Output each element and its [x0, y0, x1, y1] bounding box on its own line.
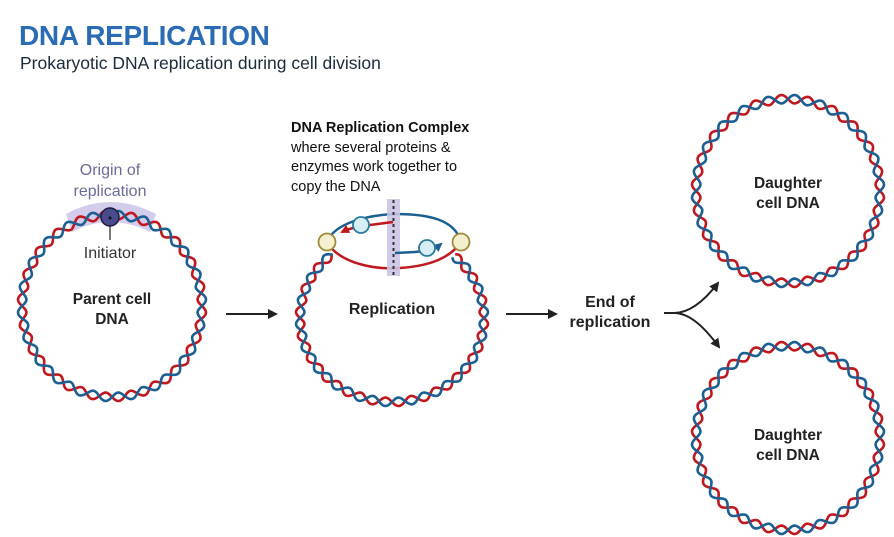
parent-label-line2: DNA [95, 311, 129, 328]
dna-strand-blue [294, 252, 490, 408]
daughter-top-label: Daughter cell DNA [728, 174, 848, 214]
origin-of-replication-label: Origin of replication [60, 160, 160, 202]
dna-strand-blue [690, 340, 886, 536]
daughter-bottom-line1: Daughter [753, 427, 823, 444]
end-of-replication-label: End of replication [556, 293, 664, 333]
complex-line2: enzymes work together to [291, 159, 458, 175]
dna-strand-blue [16, 209, 208, 403]
replication-label: Replication [348, 301, 436, 318]
replication-complex-description: DNA Replication Complex where several pr… [291, 119, 469, 197]
diagram-title: DNA REPLICATION [19, 20, 270, 51]
end-line2: replication [569, 314, 651, 331]
dna-strand-red [294, 252, 490, 408]
polymerase-left [352, 216, 370, 234]
helicase-left [317, 232, 337, 252]
arrow-to-daughter-bottom [673, 312, 721, 349]
complex-heading: DNA Replication Complex [291, 120, 470, 136]
origin-label-line1: Origin of [79, 162, 141, 179]
end-line1: End of [585, 294, 635, 311]
complex-line3: copy the DNA [291, 178, 381, 195]
daughter-top-dna-helix [690, 93, 886, 289]
initiator-dot [108, 216, 112, 220]
replicating-dna-helix [294, 252, 490, 408]
parent-cell-dna-label: Parent cell DNA [52, 290, 172, 330]
arrow-to-daughter-top [664, 281, 720, 314]
diagram-subtitle: Prokaryotic DNA replication during cell … [20, 53, 381, 73]
daughter-bottom-line2: cell DNA [756, 447, 820, 464]
parent-label-line1: Parent cell [72, 291, 152, 308]
daughter-top-line2: cell DNA [756, 195, 820, 212]
complex-line1: where several proteins & [291, 139, 451, 156]
parent-dna-helix [16, 209, 208, 403]
polymerase-right [418, 239, 436, 257]
daughter-bottom-dna-helix [690, 340, 886, 536]
daughter-bottom-label: Daughter cell DNA [728, 426, 848, 466]
initiator-label: Initiator [83, 245, 137, 262]
daughter-top-line1: Daughter [753, 175, 823, 192]
helicase-right [451, 232, 471, 252]
origin-label-line2: replication [73, 183, 147, 200]
dna-strand-blue [690, 93, 886, 289]
